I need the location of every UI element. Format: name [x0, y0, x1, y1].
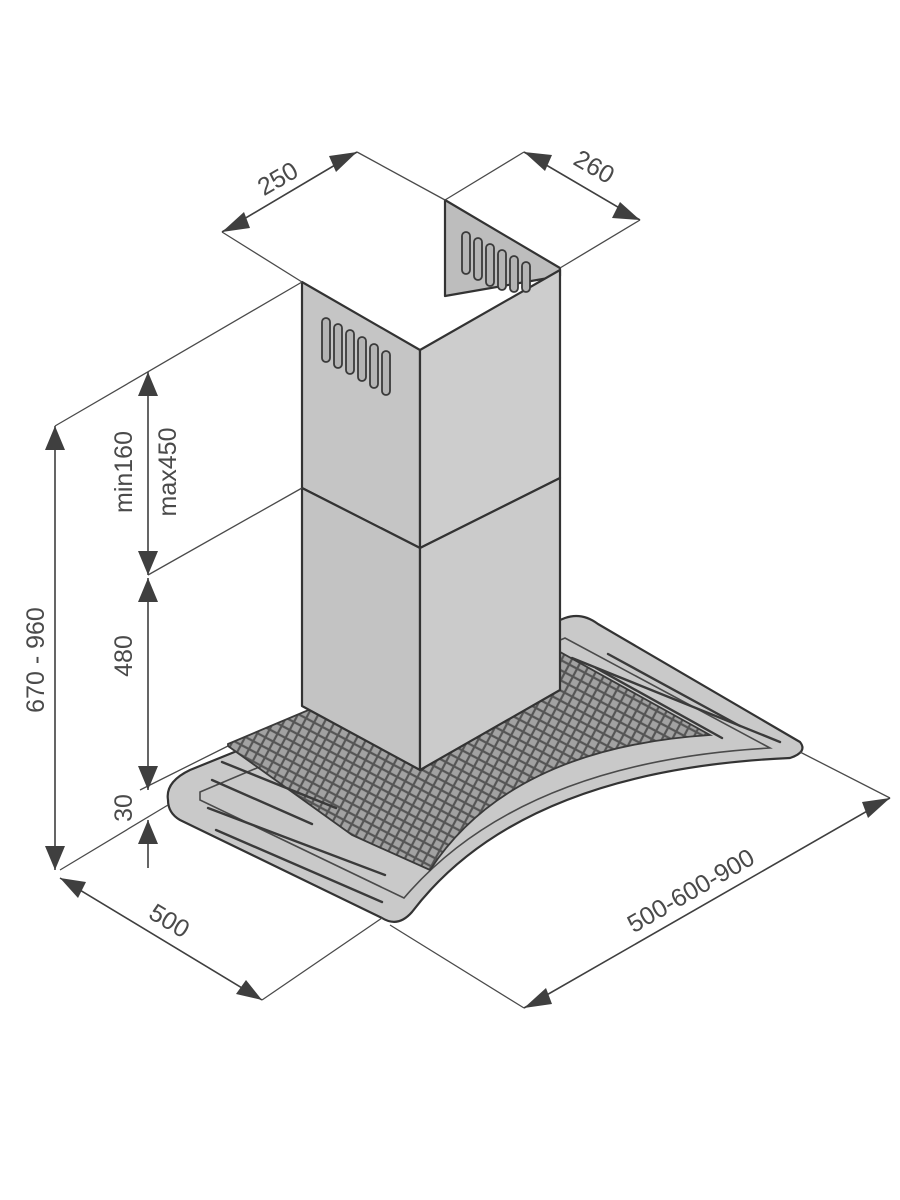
- label-hood-depth: 500: [144, 898, 194, 943]
- label-telescopic-min: min160: [110, 431, 138, 513]
- back-vent-slots: [461, 231, 531, 293]
- label-total-height: 670 - 960: [22, 607, 50, 713]
- dimension-lines: [45, 151, 891, 1009]
- label-telescopic-max: max450: [154, 428, 182, 517]
- label-hood-width: 500-600-900: [623, 843, 760, 938]
- canopy-groove-6: [594, 666, 724, 740]
- canopy-groove-4: [214, 828, 384, 904]
- label-canopy-thickness: 30: [110, 794, 138, 822]
- chimney-duct: [300, 198, 562, 772]
- front-vent-slots: [321, 317, 391, 396]
- label-duct-width: 250: [253, 157, 303, 202]
- canopy-groove-5: [606, 652, 742, 728]
- canopy-groove-3: [206, 806, 387, 877]
- canopy-groove-7: [570, 656, 782, 744]
- canopy-rim: [199, 637, 773, 899]
- canopy-groove-2: [210, 778, 314, 826]
- grease-filter: [227, 650, 714, 872]
- label-lower-duct-height: 480: [110, 635, 138, 677]
- canopy-groove-1: [220, 760, 338, 810]
- canopy: [166, 614, 804, 923]
- duct-lower-right-panel: [418, 476, 562, 772]
